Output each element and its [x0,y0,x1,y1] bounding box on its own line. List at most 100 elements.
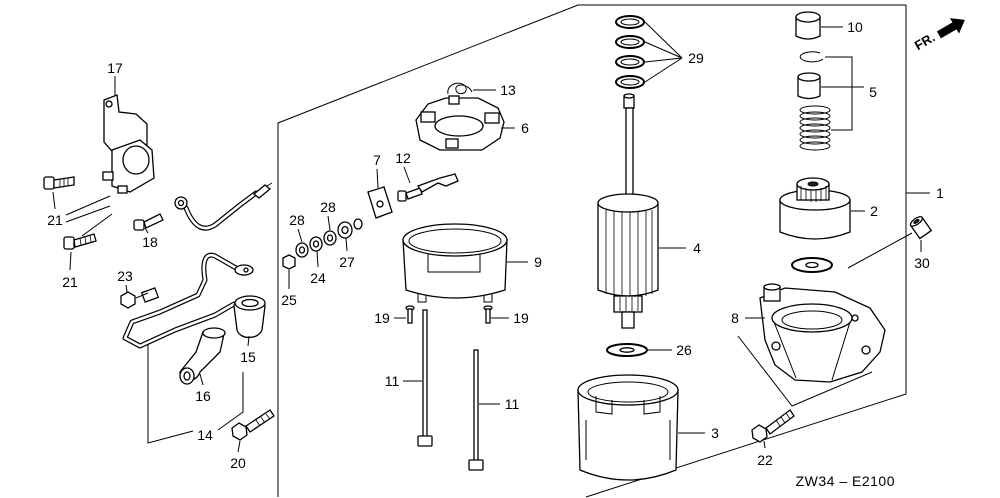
switch-cap [122,145,150,175]
pinion-spring [799,105,831,151]
leader-18 [144,227,149,234]
part-11-through-bolt-left [417,309,433,447]
part-16-rubber-elbow [179,327,226,385]
callout-3: 3 [711,425,719,441]
callout-7: 7 [373,152,381,168]
part-8-front-cover [759,283,886,383]
callout-5: 5 [869,84,877,100]
leader-5 [821,56,864,131]
part-5-stop-set [797,51,831,151]
callout-11: 11 [385,373,400,389]
pin-terminal [252,184,272,199]
leader-8-to-22-left [737,335,793,407]
leader-29 [644,21,683,83]
pinion-washer [791,257,833,273]
leader-28-a [297,228,303,243]
callout-15: 15 [240,349,256,365]
leader-7 [376,168,379,189]
callout-21: 21 [62,274,78,290]
callout-labels: 17 21 21 18 23 15 16 14 20 28 28 24 25 2… [47,19,944,471]
part-17-switch-bracket [102,94,155,194]
part-27-washer [337,221,353,239]
part-3-yoke [577,374,679,481]
part-13-spring-clip [447,82,473,95]
lead-wire [174,182,273,231]
leader-12 [403,166,411,184]
switch-terminal [117,185,128,194]
callout-13: 13 [500,82,516,98]
callout-29: 29 [688,50,704,66]
callout-8: 8 [731,310,739,326]
part-6-brush-holder [415,95,505,151]
callout-30: 30 [914,255,930,271]
part-14-cable-assembly [122,252,254,349]
callout-4: 4 [693,240,701,256]
callout-19: 19 [513,310,529,326]
callout-26: 26 [676,342,692,358]
front-direction-label: FR. [912,30,938,53]
part-7-insulator-plate [367,186,393,219]
part-15-terminal-boot [233,295,266,339]
callout-22: 22 [757,452,773,468]
diagram-code: ZW34 – E2100 [796,473,895,489]
part-29-o-rings [615,15,645,89]
part-9-rear-cover [402,223,508,303]
part-28-washer [295,242,309,258]
part-23-nut [120,291,136,309]
cable-clip [140,287,160,303]
switch-terminal [102,171,114,181]
leader-21-upper [52,191,111,223]
leader-23 [125,284,149,299]
callout-21: 21 [47,212,63,228]
callout-25: 25 [281,292,297,308]
front-arrow-icon [936,18,965,39]
leader-27 [345,237,348,252]
leader-21-lower [69,213,113,271]
leader-28-b [327,215,331,231]
callout-23: 23 [117,268,133,284]
part-21-bolt-lower [63,233,97,250]
callout-2: 2 [870,203,878,219]
callout-19: 19 [374,310,390,326]
callout-16: 16 [195,388,211,404]
part-2-pinion-gear [779,177,851,240]
leader-14 [147,345,244,444]
front-direction-indicator: FR. [912,18,965,53]
callout-12: 12 [395,150,411,166]
part-11-through-bolt-right [468,349,484,471]
leader-24 [316,250,319,268]
leader-22 [763,440,766,449]
part-26-washer [606,343,648,357]
part-10-cap [795,11,821,40]
callout-1: 1 [936,185,944,201]
callout-28: 28 [289,212,305,228]
part-30-bush [909,216,933,240]
callout-10: 10 [847,19,863,35]
part-25-nut [282,254,296,270]
callout-28: 28 [320,199,336,215]
part-20-bolt [231,409,275,441]
callout-9: 9 [534,254,542,270]
leader-30-to-cover [847,232,913,269]
part-28-washer [323,230,337,246]
leader-8-to-22-right [791,371,873,407]
part-21-bolt-upper [43,176,75,190]
part-22-bolt [751,409,795,443]
part-4-armature [597,93,659,329]
callout-20: 20 [230,455,246,471]
assembly-boundary-box [277,4,907,498]
stop-collar [797,76,821,100]
bracket-hole [105,100,113,108]
leader-15 [247,335,250,347]
part-18-bolt [133,213,164,231]
callout-17: 17 [107,60,123,76]
callout-11: 11 [505,396,520,412]
small-ring [353,218,363,230]
callout-24: 24 [310,270,326,286]
stop-ring [799,51,824,63]
callout-6: 6 [521,120,529,136]
callout-14: 14 [197,427,213,443]
part-19-screw-right [483,305,493,324]
